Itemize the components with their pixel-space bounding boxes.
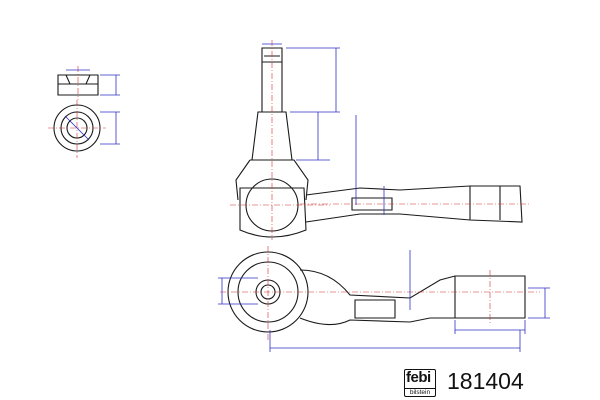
tie-rod-top-view xyxy=(218,246,550,352)
logo-sub-text: bilstein xyxy=(405,388,435,396)
nut-top-view xyxy=(48,100,120,158)
febi-bilstein-logo: febi bilstein xyxy=(404,369,436,397)
nut-side-view xyxy=(57,66,120,100)
tie-rod-side-view xyxy=(230,40,530,240)
logo-main-text: febi xyxy=(406,369,431,386)
part-number: 181404 xyxy=(447,368,524,394)
